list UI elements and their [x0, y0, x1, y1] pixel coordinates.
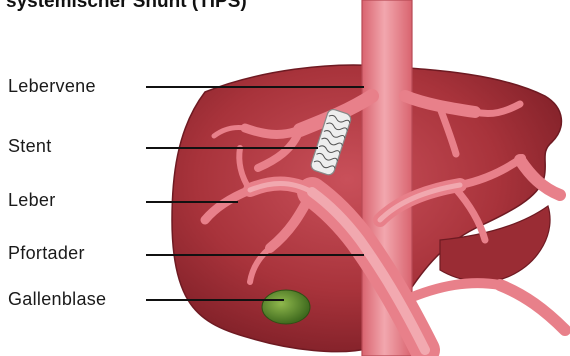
gallbladder-shape — [262, 290, 310, 324]
label-pfortader: Pfortader — [8, 243, 85, 264]
label-leber: Leber — [8, 190, 56, 211]
label-lebervene: Lebervene — [8, 76, 96, 97]
label-gallenblase: Gallenblase — [8, 289, 106, 310]
label-stent: Stent — [8, 136, 52, 157]
